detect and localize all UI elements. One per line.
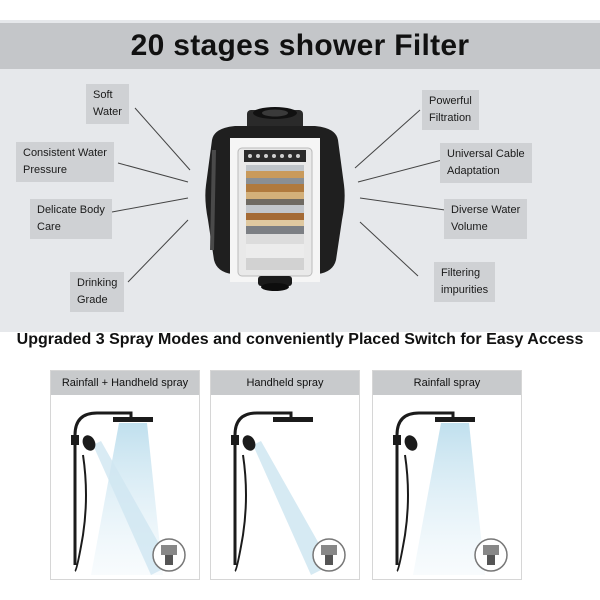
leader-line <box>134 107 191 171</box>
mode-card-image <box>373 395 521 579</box>
leader-line <box>111 197 189 213</box>
feature-label-line: Powerful <box>429 95 472 107</box>
feature-label-line: Consistent Water <box>23 147 107 159</box>
mode-card-title: Rainfall + Handheld spray <box>51 371 199 395</box>
feature-label-line: Delicate Body <box>37 204 105 216</box>
mode-card-image <box>51 395 199 579</box>
bottom-margin <box>0 583 600 600</box>
spray-modes-heading: Upgraded 3 Spray Modes and conveniently … <box>16 331 584 348</box>
rainfall-showerhead-icon <box>273 417 313 422</box>
leader-line <box>357 159 443 183</box>
rainfall-showerhead-icon <box>435 417 475 422</box>
mode-card-title: Handheld spray <box>211 371 359 395</box>
filter-illustration <box>111 107 446 291</box>
mode-card-title: Rainfall spray <box>373 371 521 395</box>
feature-soft-water: Soft Water <box>86 84 129 124</box>
leader-line <box>117 162 189 183</box>
leader-line <box>359 197 446 211</box>
feature-label-line: Drinking <box>77 277 118 289</box>
feature-label-line: Care <box>37 221 61 233</box>
title-bar: 20 stages shower Filter <box>0 23 600 69</box>
mode-card-rainfall-handheld: Rainfall + Handheld spray <box>50 370 200 580</box>
shower-filter-icon <box>205 107 345 291</box>
feature-label-line: impurities <box>441 284 489 296</box>
shower-system-illustration <box>393 411 508 575</box>
leader-line <box>359 221 419 277</box>
handheld-spray <box>253 441 331 575</box>
handheld-shower-icon <box>82 435 96 451</box>
mode-card-rainfall: Rainfall spray <box>372 370 522 580</box>
mode-card-handheld: Handheld spray <box>210 370 360 580</box>
feature-label-line: Grade <box>77 294 108 306</box>
feature-label-line: Filtering <box>441 267 481 279</box>
feature-label-line: Volume <box>451 221 488 233</box>
rainfall-showerhead-icon <box>113 417 153 422</box>
feature-label-line: Adaptation <box>447 165 500 177</box>
shower-system-illustration <box>231 411 346 575</box>
feature-label-line: Universal Cable <box>447 148 525 160</box>
leader-line <box>127 219 189 283</box>
feature-delicate-body-care: Delicate Body Care <box>30 199 112 239</box>
feature-filtering-impurities: Filtering impurities <box>434 262 496 302</box>
feature-diverse-water-volume: Diverse Water Volume <box>444 199 528 239</box>
feature-label-line: Pressure <box>23 164 68 176</box>
feature-label-line: Water <box>93 106 122 118</box>
feature-powerful-filtration: Powerful Filtration <box>422 90 479 130</box>
page-title: 20 stages shower Filter <box>130 29 470 62</box>
feature-drinking-grade: Drinking Grade <box>70 272 125 312</box>
feature-universal-cable-adaptation: Universal Cable Adaptation <box>440 143 532 183</box>
handheld-spray <box>93 441 171 575</box>
feature-label-line: Soft <box>93 89 113 101</box>
shower-system-illustration <box>71 411 186 575</box>
rainfall-spray <box>413 423 485 575</box>
feature-consistent-water-pressure: Consistent Water Pressure <box>16 142 114 182</box>
feature-label-line: Filtration <box>429 112 472 124</box>
handheld-shower-icon <box>242 435 256 451</box>
handheld-shower-icon <box>404 435 418 451</box>
mode-card-image <box>211 395 359 579</box>
leader-line <box>354 109 421 169</box>
feature-label-line: Diverse Water <box>451 204 521 216</box>
